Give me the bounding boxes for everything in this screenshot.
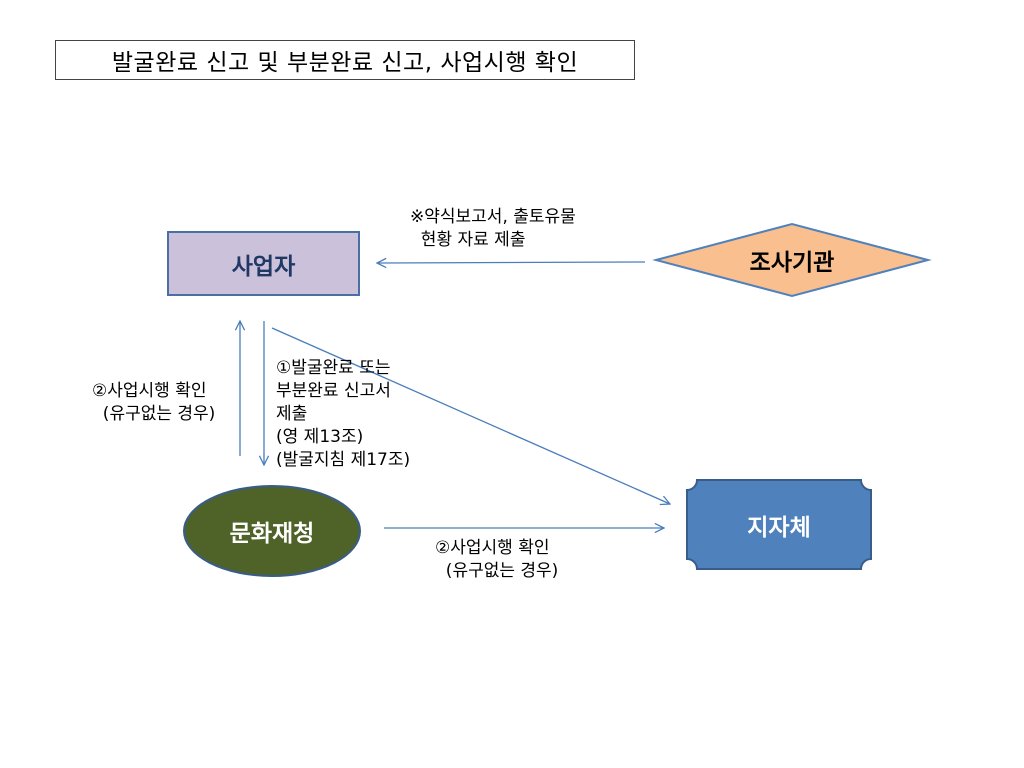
cha-ellipse	[183, 485, 361, 577]
business-operator-label: 사업자	[231, 253, 296, 280]
business-operator-box	[167, 231, 360, 296]
arrow-survey-to-business	[377, 262, 646, 263]
confirm-bottom-note: ②사업시행 확인 (유구없는 경우)	[435, 538, 559, 581]
slide-title-text: 발굴완료 신고 및 부분완료 신고, 사업시행 확인	[111, 50, 579, 76]
arrow-business-to-local	[271, 327, 670, 504]
confirm-left-note: ②사업시행 확인 (유구없는 경우)	[92, 381, 216, 424]
completion-report-note: ①발굴완료 또는 부분완료 신고서 제출 (영 제13조) (발굴지침 제17조…	[276, 358, 411, 470]
survey-agency-diamond	[652, 222, 932, 298]
survey-agency-label: 조사기관	[749, 250, 835, 276]
slide-title: 발굴완료 신고 및 부분완료 신고, 사업시행 확인	[55, 40, 635, 80]
cha-label: 문화재청	[229, 521, 315, 547]
survey-report-note: ※약식보고서, 출토유물 현황 자료 제출	[410, 207, 576, 250]
local-government-plaque	[686, 479, 872, 570]
local-government-label: 지자체	[747, 514, 811, 541]
